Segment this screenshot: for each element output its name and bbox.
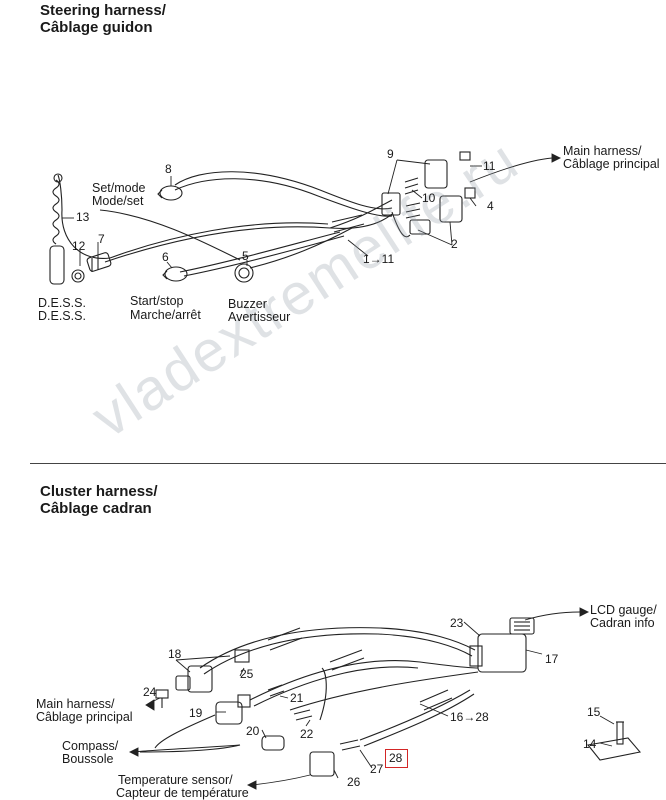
connector-20 [261,735,285,751]
label-dess-en: D.E.S.S. [38,296,86,310]
steering-title-fr: Câblage guidon [40,19,153,36]
label-main-harness-fr-2: Câblage principal [36,710,133,724]
callout-11: 11 [483,159,496,173]
cluster-wires [139,627,479,753]
label-compass-fr: Boussole [62,752,114,766]
callout-7: 7 [98,232,105,246]
callout-2: 2 [451,237,458,251]
cluster-leaders [128,607,615,790]
connector-18 [175,649,250,693]
label-start-stop-fr: Marche/arrêt [130,308,201,322]
label-main-harness-en-2: Main harness/ [36,697,115,711]
steering-connector-7 [86,252,112,272]
steering-leaders [62,153,562,269]
steering-title-en: Steering harness/ [40,2,166,19]
callout-18: 18 [168,647,182,661]
cluster-heading: Cluster harness/ Câblage cadran [40,483,158,517]
callout-23: 23 [450,616,464,630]
callout-5: 5 [242,249,249,263]
callout-15: 15 [587,705,601,719]
callout-24: 24 [143,685,157,699]
callout-9: 9 [387,147,394,161]
steering-dess-tether [49,173,85,285]
callout-range-1-11: 1→11 [363,252,395,266]
steering-sheath [331,214,365,233]
callout-21: 21 [290,691,304,705]
connector-26 [309,751,335,777]
label-buzzer-fr: Avertisseur [228,310,291,324]
callout-27: 27 [370,762,384,776]
bracket-14-15 [586,721,642,761]
callout-12: 12 [72,239,86,253]
cluster-title-fr: Câblage cadran [40,500,152,517]
steering-heading: Steering harness/ Câblage guidon [40,2,166,36]
highlight-box-28 [385,749,408,768]
cluster-title-en: Cluster harness/ [40,483,158,500]
switch-6 [162,266,188,282]
callout-22: 22 [300,727,314,741]
steering-wires [57,171,411,277]
small-pins-10 [404,177,421,219]
label-set-mode-fr: Mode/set [92,194,144,208]
callout-range-16-28: 16→28 [450,710,489,724]
callout-13: 13 [76,210,90,224]
connector-block-9 [381,151,476,235]
callout-20: 20 [246,724,260,738]
buzzer-5 [234,263,254,283]
label-compass-en: Compass/ [62,739,119,753]
label-set-mode-en: Set/mode [92,181,146,195]
label-buzzer-en: Buzzer [228,297,267,311]
label-main-harness-en: Main harness/ [563,144,642,158]
callout-28: 28 [389,751,403,765]
switch-8 [157,185,183,201]
pins-21-22 [267,684,361,751]
label-temp-sensor-fr: Capteur de température [116,786,249,800]
label-dess-fr: D.E.S.S. [38,309,86,323]
callout-19: 19 [189,706,203,720]
callout-6: 6 [162,250,169,264]
callout-8: 8 [165,162,172,176]
callout-4: 4 [487,199,494,213]
lcd-gauge-23 [469,617,535,673]
label-start-stop-en: Start/stop [130,294,184,308]
connector-19 [215,694,251,725]
label-lcd-gauge-fr: Cadran info [590,616,655,630]
callout-14: 14 [583,737,597,751]
section-divider [30,463,666,464]
callout-10: 10 [422,191,436,205]
label-temp-sensor-en: Temperature sensor/ [118,773,233,787]
label-lcd-gauge-en: LCD gauge/ [590,603,657,617]
clamp-24 [155,689,169,708]
label-main-harness-fr: Câblage principal [563,157,660,171]
callout-25: 25 [240,667,254,681]
callout-26: 26 [347,775,361,789]
callout-17: 17 [545,652,559,666]
